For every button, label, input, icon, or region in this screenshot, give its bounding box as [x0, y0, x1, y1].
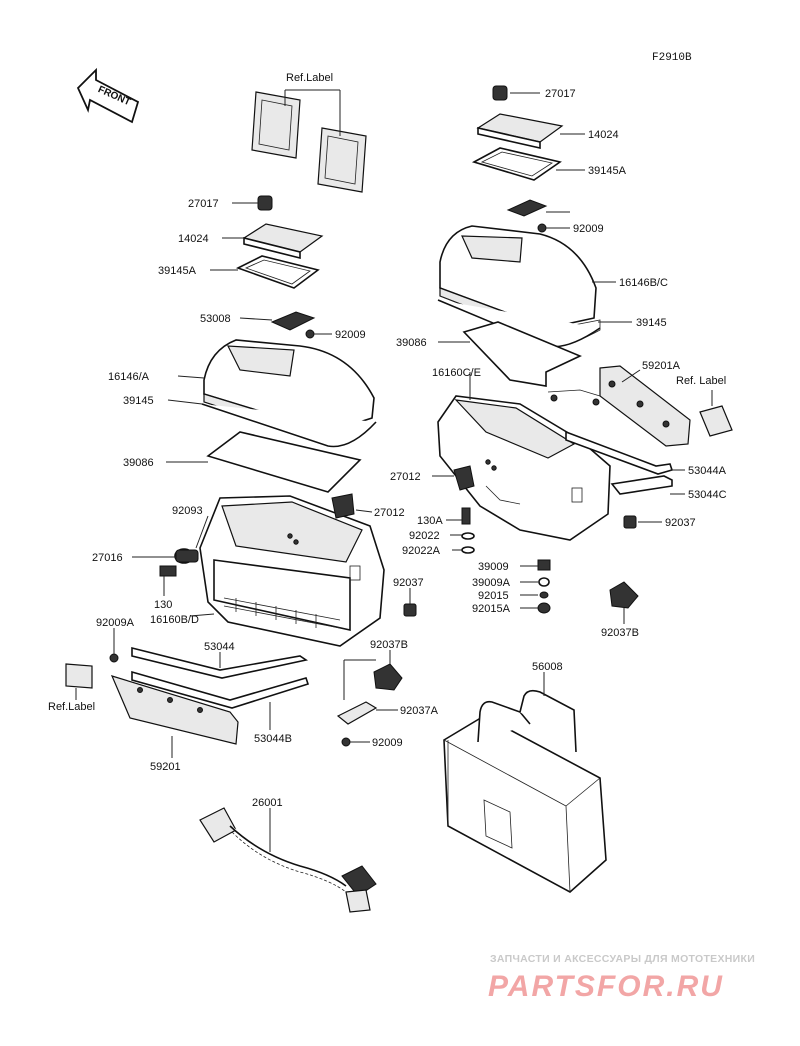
bushing-92037-left	[403, 588, 417, 617]
label-92037-right: 92037	[665, 517, 696, 529]
seal-39145-left	[167, 399, 377, 448]
cover-59201A	[547, 365, 691, 447]
cover-59201	[110, 670, 310, 758]
knob-27017-right	[492, 85, 540, 101]
label-92037-left: 92037	[393, 577, 424, 589]
ref-label-plate-left	[65, 663, 93, 700]
knob-27017-left	[232, 195, 273, 211]
bracket-27012-right	[432, 465, 475, 491]
label-26001: 26001	[252, 797, 283, 809]
label-53044C: 53044C	[688, 489, 727, 501]
label-39145-right: 39145	[636, 317, 667, 329]
figure-code: F2910B	[652, 52, 692, 64]
label-16146BC: 16146B/C	[619, 277, 668, 289]
label-92022: 92022	[409, 530, 440, 542]
grommet-39009	[520, 559, 551, 614]
strip-53044	[131, 646, 309, 679]
label-39145-left: 39145	[123, 395, 154, 407]
label-16160CE: 16160C/E	[432, 367, 481, 379]
label-130: 130	[154, 599, 172, 611]
label-92037A: 92037A	[400, 705, 439, 717]
label-16146A: 16146/A	[108, 371, 150, 383]
label-39145A-right: 39145A	[588, 165, 627, 177]
harness-26001	[199, 807, 377, 913]
strip-53044A	[565, 430, 685, 475]
screw-92009A	[109, 628, 119, 663]
label-ref-label-top: Ref.Label	[286, 72, 333, 84]
pad-39086-right	[438, 321, 582, 387]
label-53044A: 53044A	[688, 465, 727, 477]
label-92037B-left: 92037B	[370, 639, 408, 651]
label-27012-left: 27012	[374, 507, 405, 519]
label-56008: 56008	[532, 661, 563, 673]
bag-56008	[443, 672, 607, 893]
label-14024-left: 14024	[178, 233, 209, 245]
label-39009A: 39009A	[472, 577, 511, 589]
label-14024-right: 14024	[588, 129, 619, 141]
label-16160BD: 16160B/D	[150, 614, 199, 626]
bushing-92037-right	[623, 515, 662, 529]
label-53044: 53044	[204, 641, 235, 653]
bolt-130A	[446, 507, 475, 554]
label-ref-label-left: Ref.Label	[48, 701, 95, 713]
label-92022A: 92022A	[402, 545, 441, 557]
pad-39086-left	[166, 431, 362, 493]
label-59201A: 59201A	[642, 360, 681, 372]
hinge-53009-right	[506, 199, 570, 233]
gasket-39145A-right	[471, 147, 585, 181]
label-27017-right: 27017	[545, 88, 576, 100]
plate-14024-right	[476, 113, 585, 150]
label-92037B-right: 92037B	[601, 627, 639, 639]
case-16160BD	[189, 495, 385, 647]
mount-92037B-right	[609, 581, 639, 624]
label-92015A: 92015A	[472, 603, 511, 615]
label-ref-label-right: Ref. Label	[676, 375, 726, 387]
ref-label-plate-right	[699, 390, 733, 437]
label-53008: 53008	[200, 313, 231, 325]
label-92009-right: 92009	[573, 223, 604, 235]
label-130A: 130A	[417, 515, 443, 527]
label-39009: 39009	[478, 561, 509, 573]
bracket-27012-left	[331, 493, 373, 519]
watermark-brand: PARTSFOR.RU	[488, 970, 724, 1003]
bolt-92093	[195, 515, 209, 549]
label-39086-right: 39086	[396, 337, 427, 349]
case-16160CE	[437, 372, 611, 541]
ref-label-cards	[251, 89, 367, 193]
label-92093: 92093	[172, 505, 203, 517]
front-arrow-icon: FRONT	[76, 67, 140, 124]
label-92009-bottom: 92009	[372, 737, 403, 749]
bracket-92037A	[336, 659, 398, 747]
label-53044B: 53044B	[254, 733, 292, 745]
hinge-53008	[239, 311, 332, 339]
label-92009A: 92009A	[96, 617, 135, 629]
label-27016: 27016	[92, 552, 123, 564]
watermark-subtitle: ЗАПЧАСТИ И АКСЕССУАРЫ ДЛЯ МОТОТЕХНИКИ	[490, 953, 755, 965]
plate-14024-left	[222, 223, 324, 260]
gasket-39145A-left	[210, 255, 320, 289]
label-39145A-left: 39145A	[158, 265, 197, 277]
label-39086-left: 39086	[123, 457, 154, 469]
label-27017-left: 27017	[188, 198, 219, 210]
lock-27016	[132, 548, 199, 596]
label-27012-right: 27012	[390, 471, 421, 483]
label-59201: 59201	[150, 761, 181, 773]
mount-92037B-left	[373, 650, 403, 691]
label-92009-left: 92009	[335, 329, 366, 341]
strip-53044C	[610, 475, 685, 495]
label-92015: 92015	[478, 590, 509, 602]
